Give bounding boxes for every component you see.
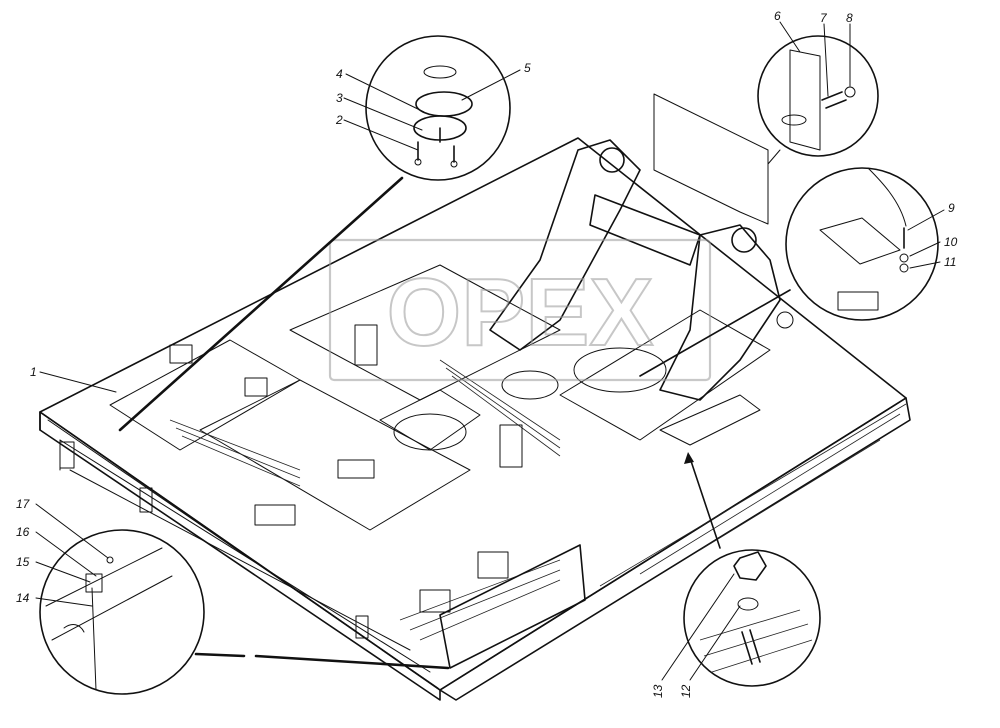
label-15: 15 [16,555,30,569]
brackets [169,324,523,613]
label-10: 10 [944,235,958,249]
part-labels: 1 2 3 4 5 6 7 8 9 10 11 12 13 14 15 16 1… [16,9,958,698]
right-face-shading [599,403,907,587]
label-16: 16 [16,525,30,539]
detail-circle-top [118,35,511,432]
watermark: OPEX [328,238,712,382]
cross-member-hatching [169,359,561,641]
label-2: 2 [335,113,343,127]
label-7: 7 [820,11,828,25]
label-1: 1 [30,365,37,379]
front-beams [47,419,439,689]
label-5: 5 [524,61,531,75]
label-6: 6 [774,9,781,23]
deck-details [109,264,771,531]
main-frame [39,137,911,701]
label-14: 14 [16,591,30,605]
label-leaders [35,21,945,681]
label-12: 12 [679,684,693,698]
detail-circle-right-top [653,35,879,225]
label-17: 17 [16,497,31,511]
pivot-uprights [489,139,794,401]
detail-circle-bottom-right [683,452,821,687]
label-8: 8 [846,11,853,25]
label-4: 4 [336,67,343,81]
label-3: 3 [336,91,343,105]
detail-circle-right [639,167,939,377]
detail-circle-bottom-left [39,529,450,695]
arrowhead-icon [684,452,694,464]
label-11: 11 [944,255,956,269]
label-13: 13 [651,684,665,698]
label-9: 9 [948,201,955,215]
watermark-text: OPEX [387,259,654,366]
